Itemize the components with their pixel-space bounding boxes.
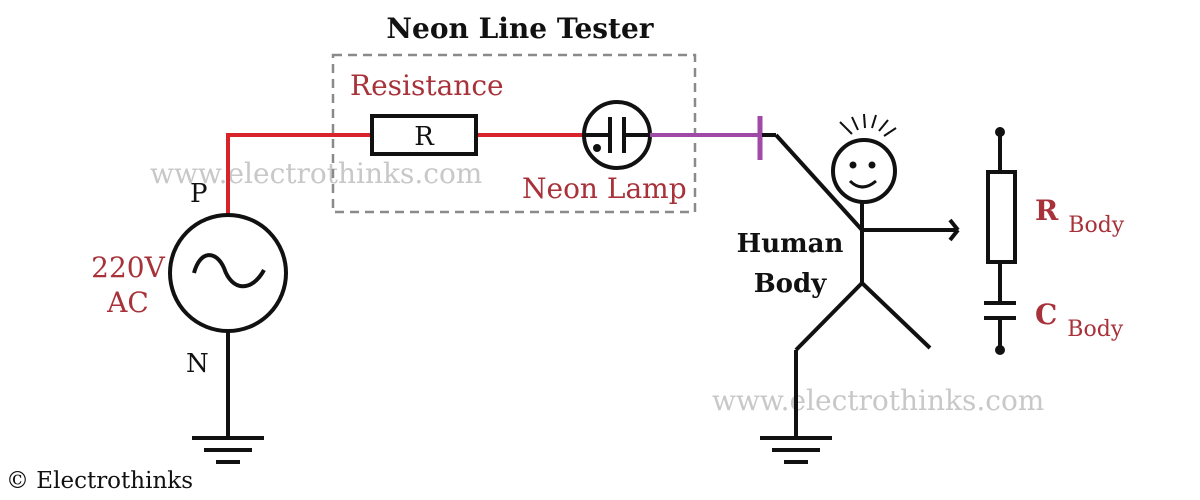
- body-resistor: [986, 170, 1017, 264]
- hand-finger-upper: [948, 218, 960, 232]
- human-body-label-line2: Body: [754, 269, 827, 299]
- head: [831, 138, 897, 204]
- neutral-label: N: [186, 349, 209, 379]
- neon-lamp-gas-dot: [593, 144, 601, 152]
- sine-wave-icon: [192, 253, 266, 289]
- hair-strand: [878, 119, 889, 132]
- resistor: [370, 114, 478, 156]
- human-body-label-line1: Human: [737, 229, 844, 259]
- r-body-main: R: [1035, 194, 1059, 227]
- c-body-sub: Body: [1067, 317, 1123, 342]
- hair-strand: [851, 116, 859, 131]
- phase-wire: [226, 133, 372, 218]
- resistor-symbol: R: [414, 122, 435, 152]
- source-voltage-label: 220V: [91, 251, 165, 284]
- left-eye: [849, 161, 857, 169]
- phase-label: P: [190, 179, 208, 209]
- c-body-main: C: [1035, 298, 1057, 331]
- watermark-top: www.electrothinks.com: [150, 157, 482, 190]
- hair-strand: [863, 113, 866, 129]
- c-body-label: C Body: [1035, 298, 1124, 342]
- hair-strand: [871, 114, 877, 129]
- human-figure: [760, 113, 960, 464]
- r-body-sub: Body: [1068, 213, 1124, 238]
- raised-arm: [774, 133, 864, 232]
- smile: [848, 179, 877, 189]
- r-body-label: R Body: [1035, 194, 1125, 238]
- copyright-label: © Electrothinks: [6, 468, 193, 494]
- body-equivalent-circuit: [984, 127, 1017, 355]
- hair-strand: [839, 121, 853, 135]
- left-leg-upper: [794, 281, 864, 352]
- hair-strand: [883, 127, 897, 137]
- resistance-label: Resistance: [350, 69, 504, 102]
- source-type-label: AC: [106, 286, 149, 319]
- right-eye: [868, 161, 876, 169]
- terminal-bottom: [995, 345, 1005, 355]
- watermark-bottom: www.electrothinks.com: [712, 384, 1044, 417]
- diagram-title: Neon Line Tester: [386, 12, 654, 45]
- neon-lamp-label: Neon Lamp: [522, 172, 687, 205]
- hand-finger-lower: [948, 228, 960, 242]
- right-leg: [860, 281, 932, 350]
